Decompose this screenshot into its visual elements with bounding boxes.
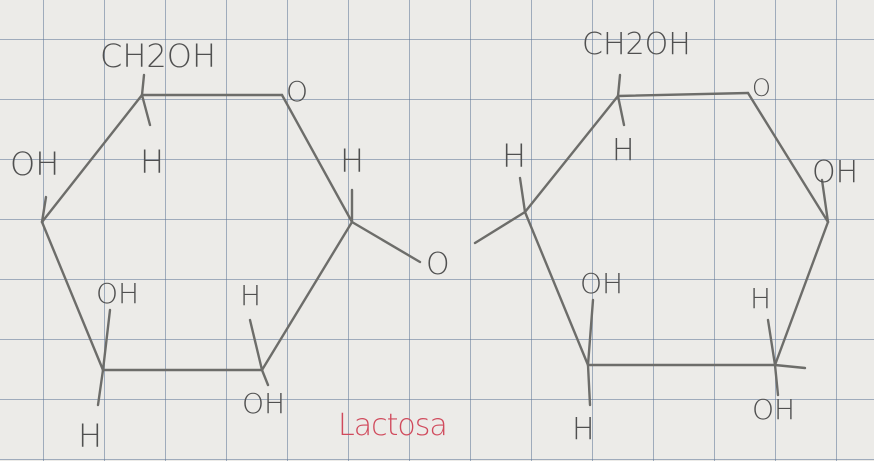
glucose-c1-oh-label: OH: [812, 155, 859, 190]
glucose-c3-h-label: H: [572, 412, 595, 447]
galactose-c2-oh-label: OH: [242, 387, 286, 420]
galactose-c2-h-label: H: [240, 279, 262, 312]
galactose-c4-h-label: H: [78, 417, 103, 455]
galactose-c4-oh-label: OH: [10, 145, 60, 183]
galactose-ch2oh-label: CH2OH: [100, 37, 217, 75]
glucose-ch2oh-label: CH2OH: [582, 27, 691, 62]
glucose-c5-h-label: H: [612, 133, 635, 168]
galactose-ring: [40, 73, 422, 407]
galactose-ring-oxygen-label: O: [286, 75, 309, 108]
glucose-c2-h-label: H: [750, 282, 772, 315]
glycosidic-oxygen-label: O: [426, 247, 450, 282]
glucose-c4-h-label: H: [502, 137, 527, 175]
glucose-ring-oxygen-label: O: [752, 74, 771, 102]
caption-lactosa: Lactosa: [338, 408, 448, 443]
glucose-ring: [473, 73, 830, 407]
galactose-c1-h-label: H: [340, 142, 365, 180]
glucose-c2-oh-label: OH: [752, 393, 796, 426]
glucose-c3-oh-label: OH: [580, 267, 624, 300]
galactose-c5-h-label: H: [140, 143, 165, 181]
galactose-c3-oh-label: OH: [96, 277, 140, 310]
